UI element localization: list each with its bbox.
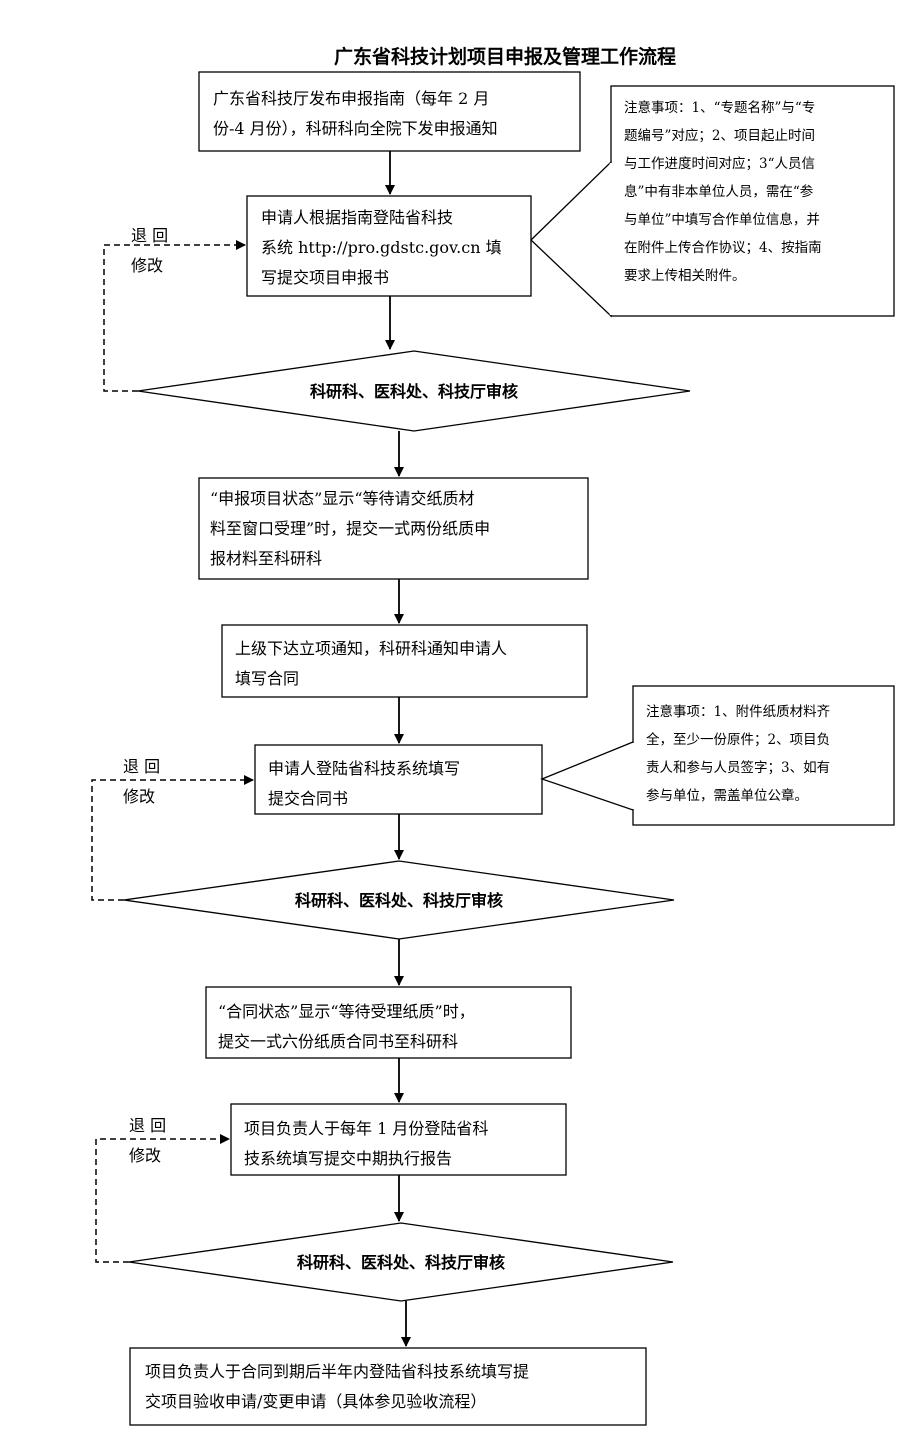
step-box-7 xyxy=(230,1103,567,1176)
return-loop-3 xyxy=(95,1134,230,1263)
step-7-line-2: 技系统填写提交中期执行报告 xyxy=(244,1149,452,1168)
return-1-line-1: 退 回 xyxy=(131,226,168,245)
step-5-line-1: 申请人登陆省科技系统填写 xyxy=(268,759,460,778)
step-2-line-1: 申请人根据指南登陆省科技 xyxy=(261,208,453,227)
step-3-line-1: “申报项目状态”显示“等待请交纸质材 xyxy=(210,489,475,508)
step-1-line-2: 份-4 月份），科研科向全院下发申报通知 xyxy=(213,119,498,138)
note-box-2 xyxy=(632,685,895,826)
return-2-line-2: 修改 xyxy=(123,787,155,806)
step-box-2 xyxy=(246,195,532,297)
step-3-line-2: 料至窗口受理”时，提交一式两份纸质申 xyxy=(210,519,490,538)
return-2-line-1: 退 回 xyxy=(123,757,160,776)
step-5-line-2: 提交合同书 xyxy=(268,789,348,808)
return-1-line-2: 修改 xyxy=(131,256,163,275)
note-box-1 xyxy=(610,85,895,317)
note-2-line-3: 责人和参与人员签字；3、如有 xyxy=(646,759,830,776)
step-box-3 xyxy=(198,477,589,580)
note-1-line-2: 题编号”对应；2、项目起止时间 xyxy=(624,127,815,144)
review-3-label: 科研科、医科处、科技厅审核 xyxy=(297,1253,505,1272)
return-loop-1 xyxy=(103,240,246,392)
page-title: 广东省科技计划项目申报及管理工作流程 xyxy=(334,45,676,68)
step-2-line-3: 写提交项目申报书 xyxy=(261,268,389,287)
review-diamond-3 xyxy=(128,1222,674,1302)
note-1-line-7: 要求上传相关附件。 xyxy=(624,268,746,284)
review-2-label: 科研科、医科处、科技厅审核 xyxy=(295,891,503,910)
note-2-line-1: 注意事项：1、附件纸质材料齐 xyxy=(646,703,831,720)
step-4-line-1: 上级下达立项通知，科研科通知申请人 xyxy=(235,639,507,658)
step-box-6 xyxy=(205,986,572,1059)
step-8-line-1: 项目负责人于合同到期后半年内登陆省科技系统填写提 xyxy=(145,1362,529,1381)
step-6-line-1: “合同状态”显示“等待受理纸质”时， xyxy=(218,1002,475,1021)
step-6-line-2: 提交一式六份纸质合同书至科研科 xyxy=(218,1032,458,1051)
step-8-line-2: 交项目验收申请/变更申请（具体参见验收流程） xyxy=(145,1392,486,1411)
return-loop-2 xyxy=(91,775,254,901)
note-1-callout xyxy=(530,160,612,318)
note-2-line-4: 参与单位，需盖单位公章。 xyxy=(646,787,808,804)
note-2-line-2: 全，至少一份原件；2、项目负 xyxy=(646,731,830,748)
note-1-line-6: 在附件上传合作协议；4、按指南 xyxy=(624,240,822,256)
step-7-line-1: 项目负责人于每年 1 月份登陆省科 xyxy=(244,1119,488,1138)
step-1-line-1: 广东省科技厅发布申报指南（每年 2 月 xyxy=(213,89,489,108)
step-4-line-2: 填写合同 xyxy=(235,669,299,688)
note-1-line-1: 注意事项：1、“专题名称”与“专 xyxy=(624,99,815,116)
review-diamond-1 xyxy=(137,350,691,432)
review-1-label: 科研科、医科处、科技厅审核 xyxy=(310,382,518,401)
note-1-line-5: 与单位”中填写合作单位信息，并 xyxy=(624,211,820,228)
step-box-8 xyxy=(129,1347,647,1426)
note-1-line-3: 与工作进度时间对应；3“人员信 xyxy=(624,155,815,172)
return-3-line-1: 退 回 xyxy=(129,1116,166,1135)
step-box-4 xyxy=(221,624,588,698)
return-3-line-2: 修改 xyxy=(129,1146,161,1165)
review-diamond-2 xyxy=(123,860,675,940)
step-box-1 xyxy=(198,71,581,152)
note-2-callout xyxy=(540,741,634,811)
step-3-line-3: 报材料至科研科 xyxy=(210,549,322,568)
step-2-line-2: 系统 http://pro.gdstc.gov.cn 填 xyxy=(261,238,502,257)
note-1-line-4: 息”中有非本单位人员，需在“参 xyxy=(624,183,814,200)
